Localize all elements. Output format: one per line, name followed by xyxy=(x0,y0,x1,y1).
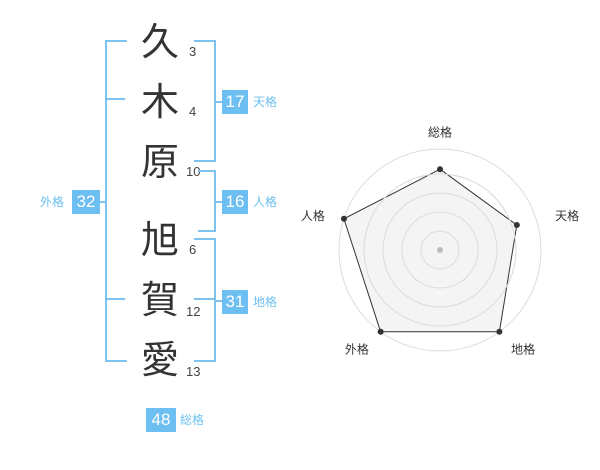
radar-axis-label-1: 総格 xyxy=(428,125,452,140)
radar-axis-label-4: 外格 xyxy=(345,341,369,356)
gaikaku-badge: 32 xyxy=(72,190,100,214)
radar-center-point xyxy=(437,247,443,253)
stroke-count-4: 6 xyxy=(189,242,197,257)
radar-point-1 xyxy=(437,166,443,173)
tenkaku-badge: 17 xyxy=(222,90,248,114)
stroke-count-5: 12 xyxy=(186,304,201,319)
chikaku-badge: 31 xyxy=(222,290,248,314)
chikaku-label: 地格 xyxy=(253,295,278,309)
stroke-count-6: 13 xyxy=(186,364,201,379)
radar-point-4 xyxy=(377,328,384,335)
gaikaku-bracket-tick xyxy=(105,98,125,100)
radar-ring-overlay xyxy=(420,230,460,270)
radar-ring-overlay xyxy=(382,192,498,308)
radar-point-3 xyxy=(496,328,503,335)
radar-ring-overlay xyxy=(401,211,479,289)
radar-axis-label-5: 人格 xyxy=(301,208,325,223)
name-char-3: 原 xyxy=(140,140,179,184)
chikaku-bracket-tick xyxy=(194,298,214,300)
jinkaku-bracket-connector xyxy=(214,201,222,203)
name-char-6: 愛 xyxy=(140,338,179,382)
name-char-2: 木 xyxy=(140,80,179,124)
gaikaku-bracket-connector xyxy=(100,201,107,203)
tenkaku-bracket-connector xyxy=(214,101,222,103)
jinkaku-badge: 16 xyxy=(222,190,248,214)
name-char-4: 旭 xyxy=(140,218,179,262)
stroke-count-3: 10 xyxy=(186,164,201,179)
stroke-count-2: 4 xyxy=(189,104,197,119)
radar-point-5 xyxy=(340,215,347,222)
soukaku-badge: 48 xyxy=(146,408,176,432)
radar-ring-overlay xyxy=(363,173,517,327)
stroke-count-1: 3 xyxy=(189,44,197,59)
tenkaku-label: 天格 xyxy=(253,95,278,109)
name-char-5: 賀 xyxy=(140,278,179,322)
gaikaku-bracket-tick xyxy=(105,298,125,300)
radar-series-shape xyxy=(343,168,518,333)
gaikaku-label: 外格 xyxy=(40,195,65,209)
radar-axis-label-2: 天格 xyxy=(555,208,579,223)
radar-point-2 xyxy=(513,222,520,229)
soukaku-label: 総格 xyxy=(180,413,205,427)
radar-axis-label-3: 地格 xyxy=(511,341,535,356)
jinkaku-label: 人格 xyxy=(253,195,278,209)
name-char-1: 久 xyxy=(140,20,179,64)
chikaku-bracket-connector xyxy=(214,300,222,302)
